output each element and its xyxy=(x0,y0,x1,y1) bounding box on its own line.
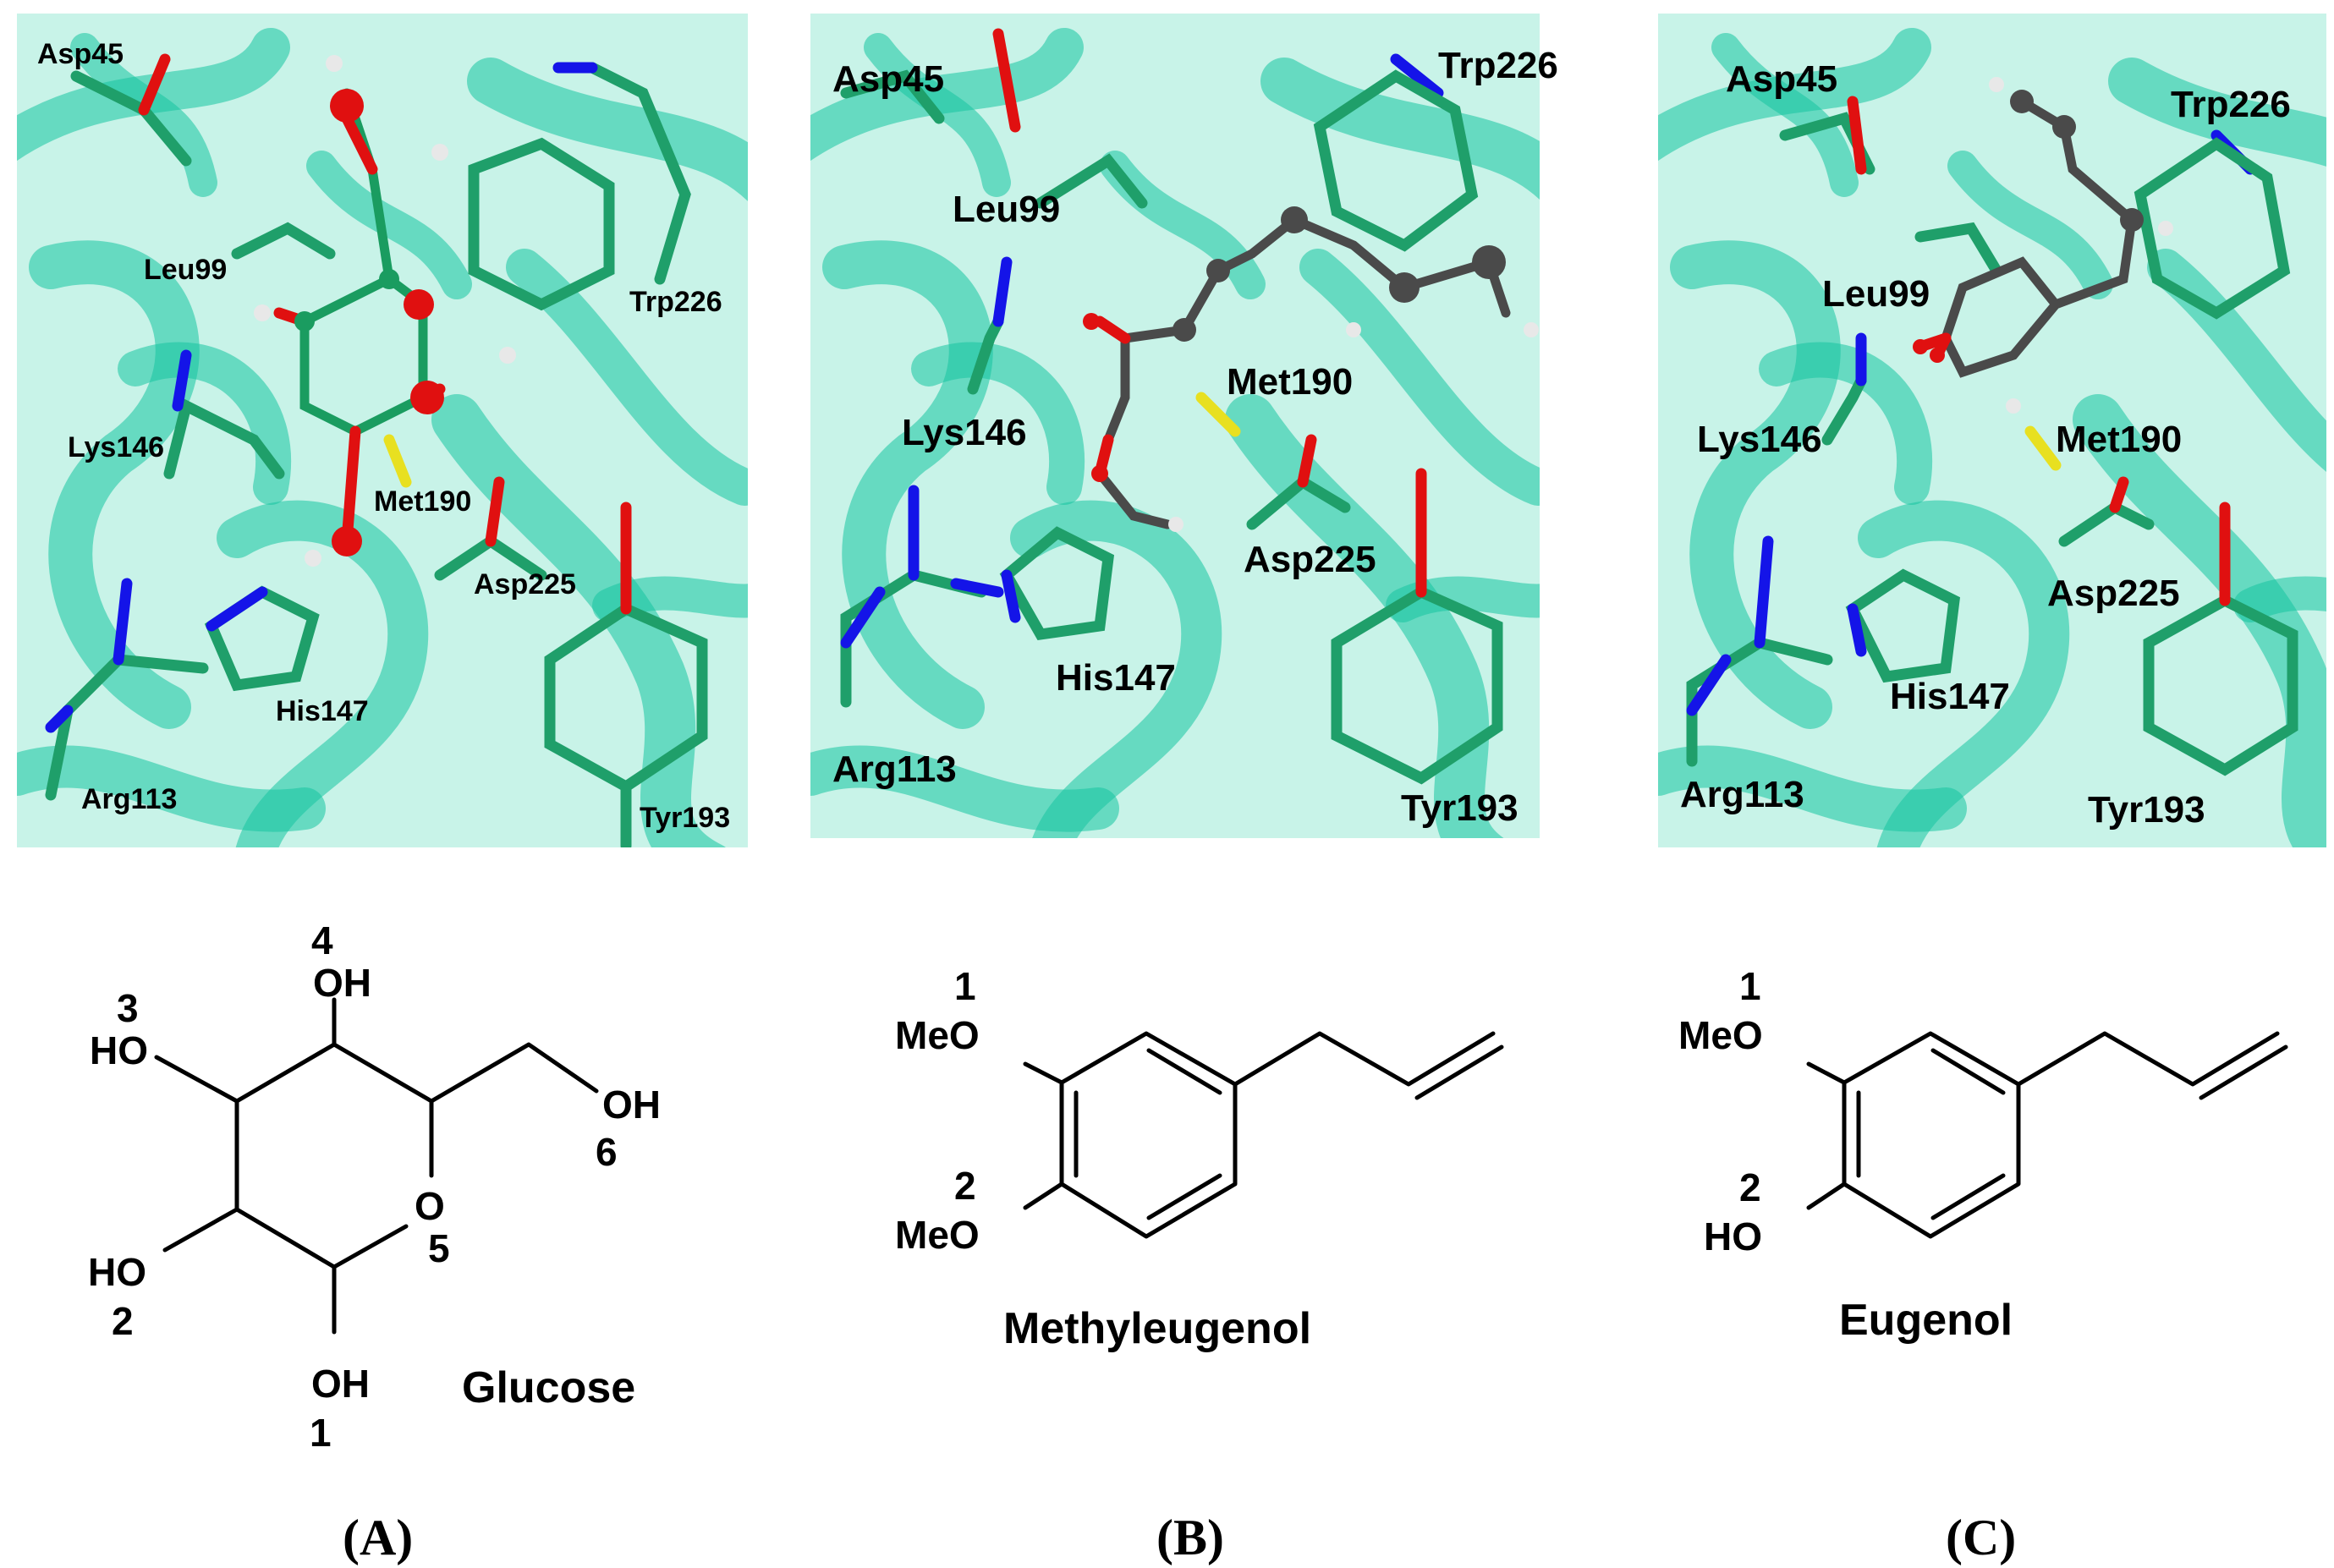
label-leu99: Leu99 xyxy=(144,254,227,286)
glucose-name: Glucose xyxy=(462,1363,635,1412)
label-his147: His147 xyxy=(276,695,369,727)
label-leu99: Leu99 xyxy=(953,189,1060,230)
structure-methyleugenol: 1 MeO 2 MeO Methyleugenol xyxy=(895,964,1504,1353)
panel-a-structure-view xyxy=(0,14,778,847)
methyleugenol-num-1: 1 xyxy=(954,964,976,1008)
label-lys146: Lys146 xyxy=(902,412,1027,453)
label-tyr193: Tyr193 xyxy=(640,802,730,834)
glucose-num-6: 6 xyxy=(596,1130,618,1174)
panel-b-structure-view xyxy=(794,14,1572,868)
ligand-eugenol-3d xyxy=(1913,77,2173,414)
glucose-oh-1: OH xyxy=(311,1362,370,1406)
glucose-num-2: 2 xyxy=(112,1299,134,1343)
label-asp45: Asp45 xyxy=(37,38,124,70)
label-leu99: Leu99 xyxy=(1822,273,1930,315)
methyleugenol-name: Methyleugenol xyxy=(1003,1304,1311,1353)
label-asp225: Asp225 xyxy=(2047,573,2180,614)
label-arg113: Arg113 xyxy=(81,783,177,815)
methyleugenol-meo-2: MeO xyxy=(895,1213,980,1257)
panel-c-structure-view xyxy=(1641,14,2334,868)
label-met190: Met190 xyxy=(2056,419,2182,460)
label-arg113: Arg113 xyxy=(1680,774,1804,815)
glucose-num-5: 5 xyxy=(428,1226,450,1270)
glucose-oh-6: OH xyxy=(602,1083,661,1127)
panel-label-b: (B) xyxy=(1156,1510,1224,1565)
ligand-glucose-3d xyxy=(254,55,516,567)
residue-sticks-c xyxy=(1686,96,2298,776)
glucose-ring-o: O xyxy=(415,1184,445,1228)
structure-glucose: 4 OH 3 HO OH 6 O 5 HO 2 OH 1 Glucose xyxy=(88,918,661,1455)
glucose-oh-3: HO xyxy=(90,1028,148,1072)
panel-c-residue-labels: Asp45 Trp226 Leu99 Lys146 Met190 Asp225 … xyxy=(1680,58,2291,831)
label-trp226: Trp226 xyxy=(2171,84,2291,125)
label-asp225: Asp225 xyxy=(474,568,576,600)
label-trp226: Trp226 xyxy=(629,286,722,318)
label-tyr193: Tyr193 xyxy=(1401,787,1518,829)
label-lys146: Lys146 xyxy=(68,431,164,463)
residue-sticks-a xyxy=(45,53,708,847)
label-asp45: Asp45 xyxy=(1726,58,1837,100)
label-arg113: Arg113 xyxy=(832,748,957,790)
glucose-num-3: 3 xyxy=(117,986,139,1030)
eugenol-num-1: 1 xyxy=(1739,964,1761,1008)
eugenol-num-2: 2 xyxy=(1739,1165,1761,1209)
structure-eugenol: 1 MeO 2 HO Eugenol xyxy=(1678,964,2288,1345)
glucose-num-4: 4 xyxy=(311,918,333,962)
methyleugenol-meo-1: MeO xyxy=(895,1013,980,1057)
glucose-num-1: 1 xyxy=(310,1411,332,1455)
label-asp225: Asp225 xyxy=(1244,539,1376,580)
eugenol-meo-1: MeO xyxy=(1678,1013,1763,1057)
eugenol-ho-2: HO xyxy=(1704,1214,1762,1258)
panel-label-c: (C) xyxy=(1946,1510,2016,1565)
label-his147: His147 xyxy=(1056,657,1176,699)
label-met190: Met190 xyxy=(374,485,471,518)
glucose-oh-2: HO xyxy=(88,1250,146,1294)
eugenol-name: Eugenol xyxy=(1839,1296,2013,1345)
panel-label-a: (A) xyxy=(343,1510,413,1565)
label-asp45: Asp45 xyxy=(832,58,944,100)
glucose-oh-4: OH xyxy=(313,961,371,1005)
panel-b-residue-labels: Asp45 Trp226 Leu99 Lys146 Met190 Asp225 … xyxy=(832,45,1558,829)
ligand-methyleugenol-3d xyxy=(1083,206,1539,532)
methyleugenol-num-2: 2 xyxy=(954,1164,976,1208)
label-lys146: Lys146 xyxy=(1697,419,1822,460)
label-his147: His147 xyxy=(1890,676,2010,717)
panel-a-residue-labels: Asp45 Trp226 Leu99 Lys146 Met190 Asp225 … xyxy=(37,38,730,834)
residue-sticks-b xyxy=(840,28,1503,785)
label-tyr193: Tyr193 xyxy=(2088,789,2205,831)
label-trp226: Trp226 xyxy=(1438,45,1558,86)
label-met190: Met190 xyxy=(1227,361,1353,403)
